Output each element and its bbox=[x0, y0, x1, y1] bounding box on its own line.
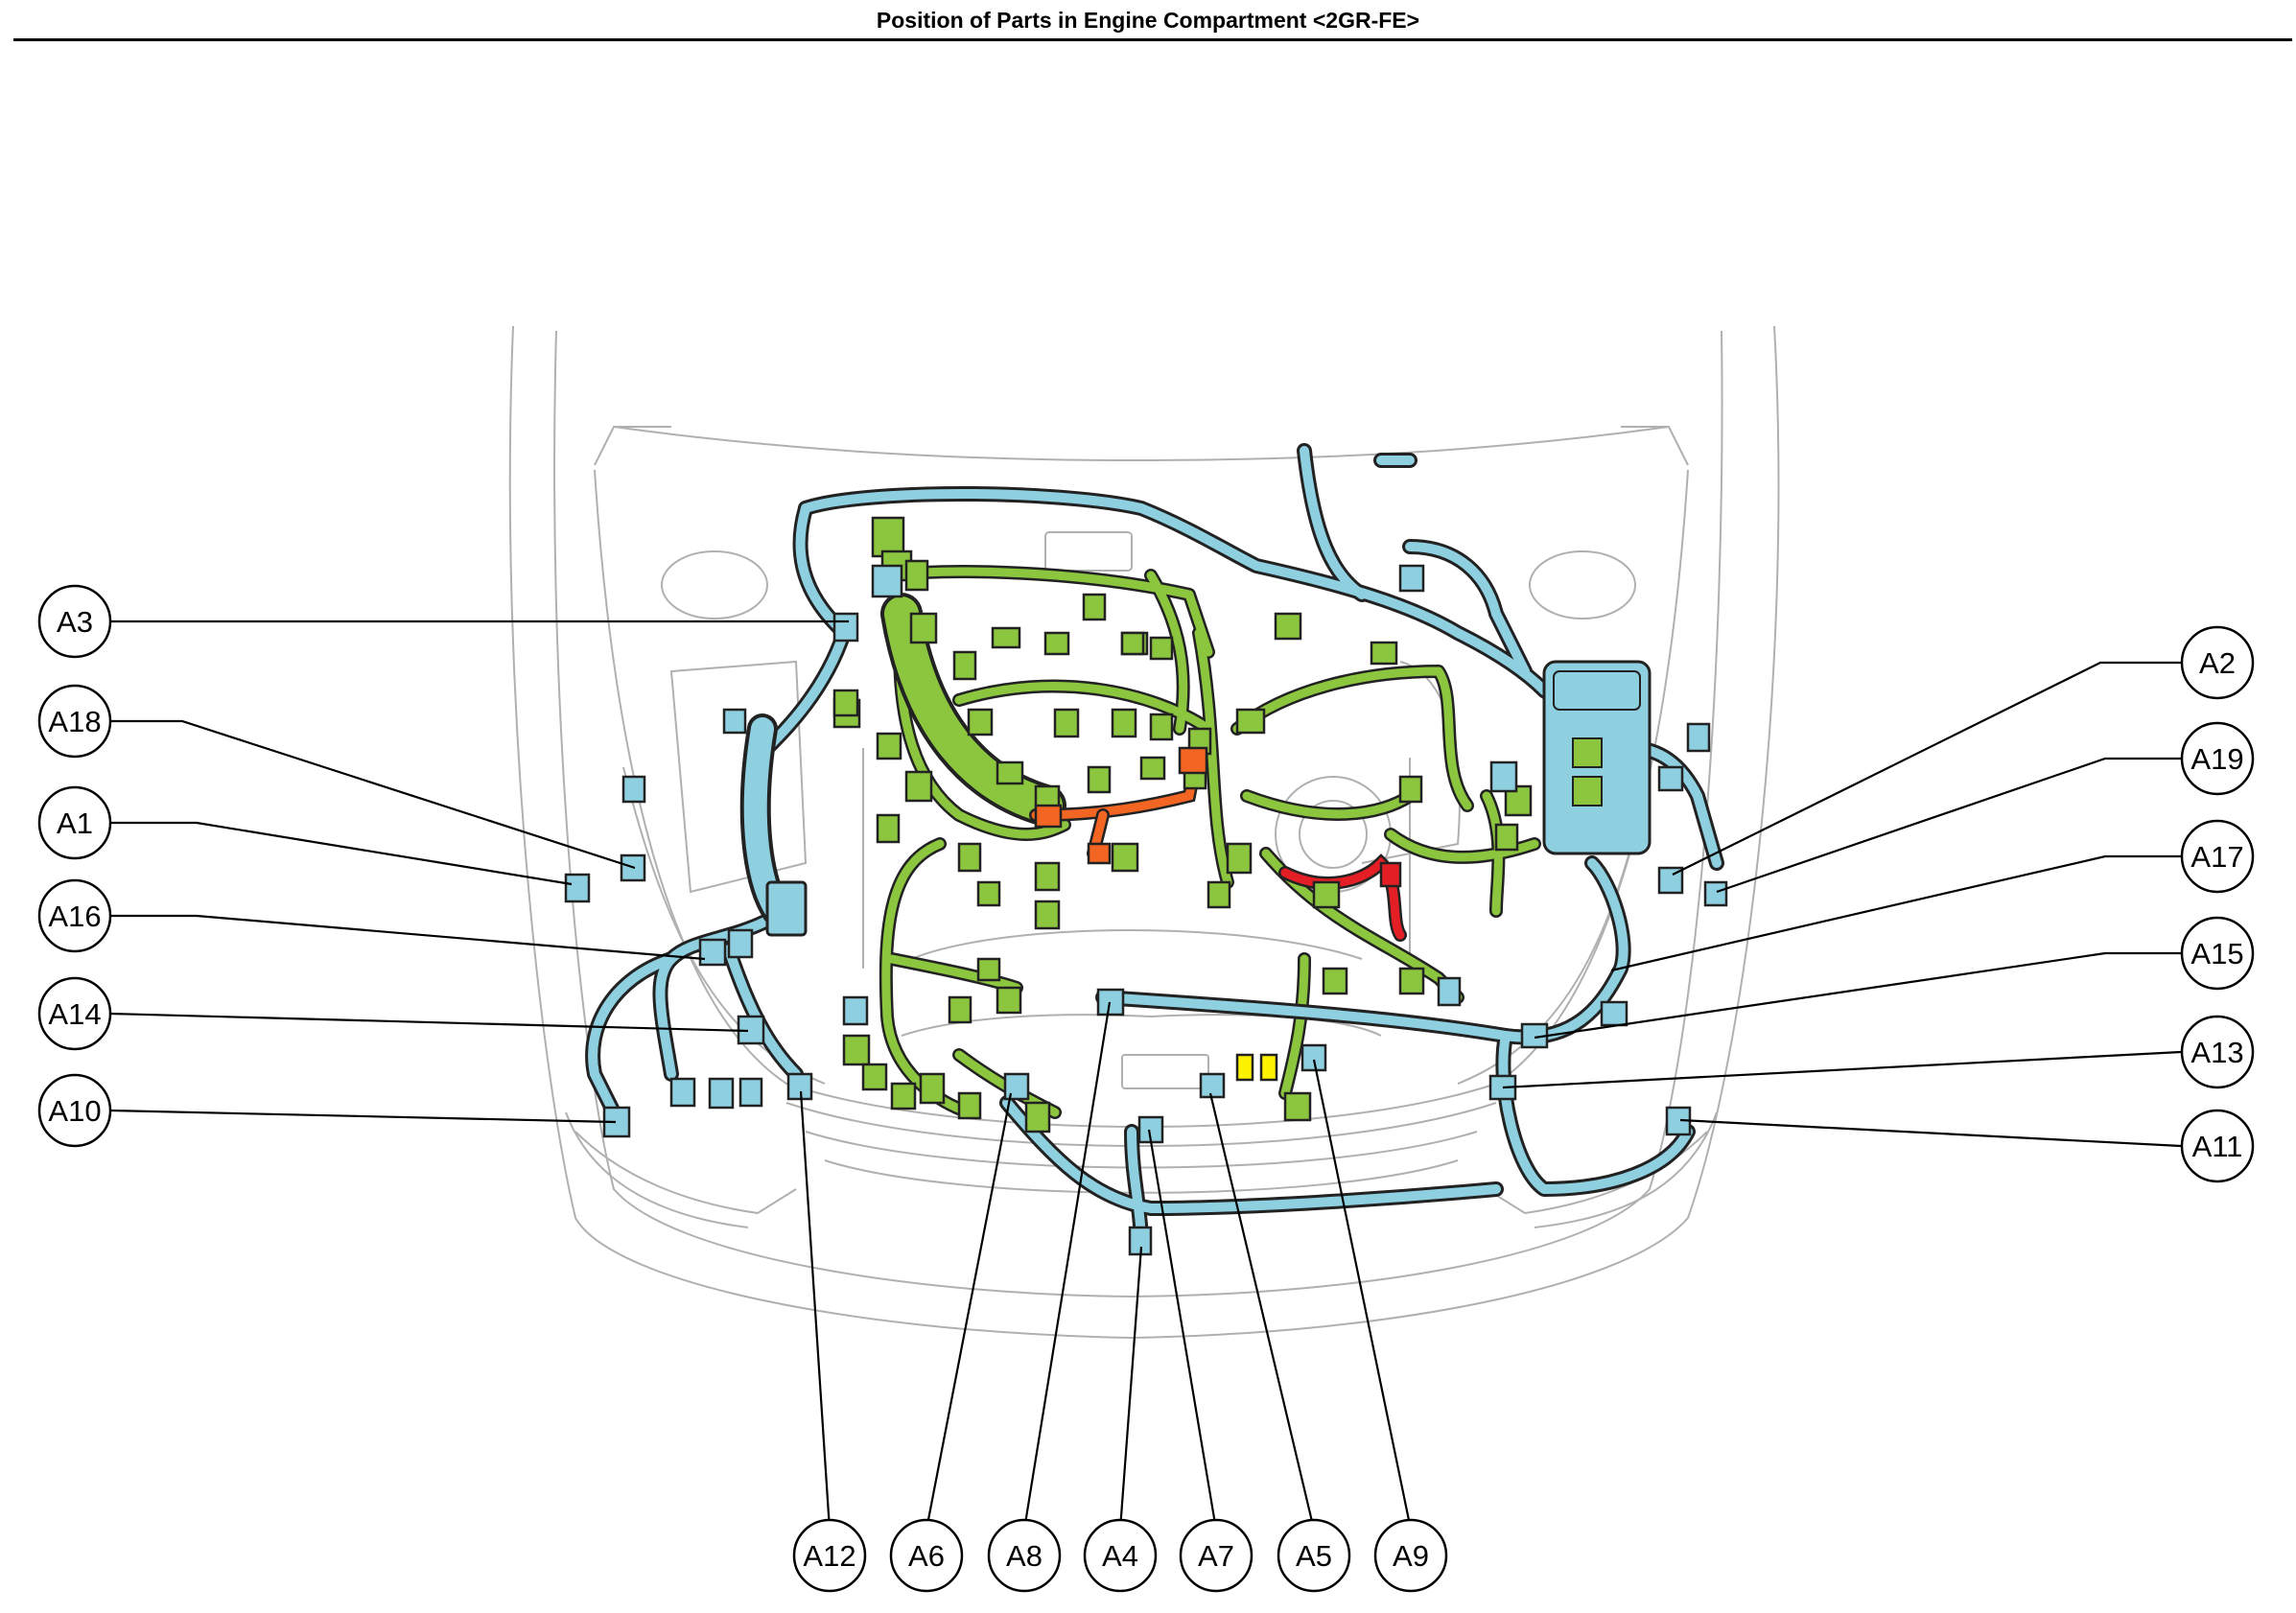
callout-leader-lines bbox=[109, 619, 2182, 1531]
svg-text:A4: A4 bbox=[1102, 1539, 1138, 1573]
callout-a17: A17 bbox=[2180, 819, 2255, 894]
callout-a18: A18 bbox=[37, 684, 112, 759]
svg-text:A10: A10 bbox=[48, 1094, 101, 1128]
svg-text:A17: A17 bbox=[2191, 840, 2243, 874]
callout-a9: A9 bbox=[1373, 1518, 1448, 1593]
callout-a1: A1 bbox=[37, 785, 112, 860]
page-title: Position of Parts in Engine Compartment … bbox=[876, 8, 1420, 33]
callout-a2: A2 bbox=[2180, 625, 2255, 700]
svg-text:A14: A14 bbox=[48, 997, 101, 1031]
callout-a11: A11 bbox=[2180, 1109, 2255, 1183]
callout-a12: A12 bbox=[792, 1518, 867, 1593]
callout-a10: A10 bbox=[37, 1073, 112, 1148]
svg-text:A8: A8 bbox=[1006, 1539, 1043, 1573]
callout-a7: A7 bbox=[1179, 1518, 1253, 1593]
callout-circles: A3 A18 A1 A16 A14 A10 A2 A19 bbox=[37, 584, 2255, 1593]
svg-text:A13: A13 bbox=[2191, 1036, 2243, 1069]
callout-a15: A15 bbox=[2180, 916, 2255, 991]
svg-text:A6: A6 bbox=[908, 1539, 945, 1573]
callout-a6: A6 bbox=[889, 1518, 964, 1593]
harness-connectors bbox=[564, 564, 1728, 1256]
callout-a13: A13 bbox=[2180, 1015, 2255, 1089]
svg-text:A12: A12 bbox=[803, 1539, 855, 1573]
callout-a4: A4 bbox=[1083, 1518, 1158, 1593]
svg-text:A1: A1 bbox=[57, 806, 93, 840]
svg-text:A19: A19 bbox=[2191, 742, 2243, 776]
svg-text:A11: A11 bbox=[2192, 1130, 2243, 1163]
svg-text:A2: A2 bbox=[2199, 646, 2236, 680]
title-rule bbox=[13, 38, 2292, 41]
callout-a3: A3 bbox=[37, 584, 112, 659]
callout-a5: A5 bbox=[1277, 1518, 1351, 1593]
fuse-box bbox=[1542, 660, 1652, 855]
svg-text:A16: A16 bbox=[48, 900, 101, 933]
svg-text:A9: A9 bbox=[1393, 1539, 1429, 1573]
svg-text:A5: A5 bbox=[1296, 1539, 1332, 1573]
svg-text:A18: A18 bbox=[48, 705, 101, 738]
engine-harness bbox=[876, 565, 1541, 1119]
callout-a8: A8 bbox=[987, 1518, 1062, 1593]
svg-text:A3: A3 bbox=[57, 605, 93, 639]
other-connectors bbox=[1034, 746, 1402, 1082]
callout-a14: A14 bbox=[37, 976, 112, 1051]
svg-text:A15: A15 bbox=[2191, 937, 2243, 970]
svg-text:A7: A7 bbox=[1198, 1539, 1234, 1573]
air-cleaner-block bbox=[765, 880, 808, 937]
callout-a16: A16 bbox=[37, 878, 112, 953]
callout-a19: A19 bbox=[2180, 721, 2255, 796]
